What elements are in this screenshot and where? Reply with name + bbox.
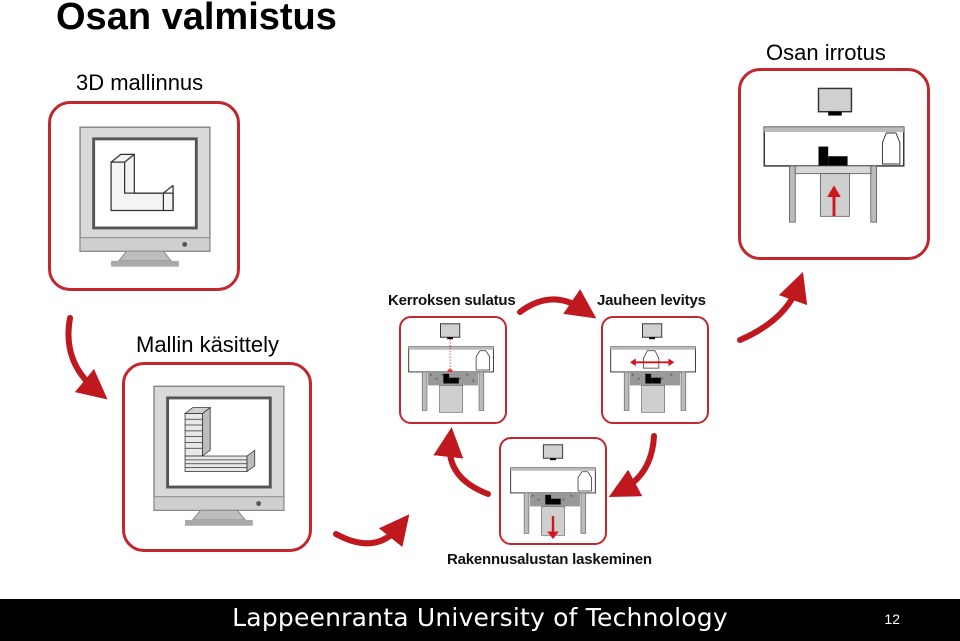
panel-powder-spreading	[601, 316, 709, 424]
machine-removal-icon	[763, 87, 905, 223]
machine-melting-icon	[408, 323, 494, 413]
panel-platform-lowering	[499, 437, 607, 545]
label-platform-lowering: Rakennusalustan laskeminen	[447, 551, 652, 568]
footer-bar: Lappeenranta University of Technology 12	[0, 599, 960, 641]
panel-part-removal	[738, 68, 930, 260]
label-powder-spreading: Jauheen levitys	[597, 292, 706, 309]
panel-layer-melting	[399, 316, 507, 424]
machine-lowering-icon	[510, 444, 596, 540]
label-model-processing: Mallin käsittely	[136, 332, 280, 357]
slide-title: Osan valmistus	[56, 0, 337, 38]
label-part-removal: Osan irrotus	[766, 40, 886, 65]
arrow-melting-to-spreading	[517, 289, 597, 319]
panel-3d-modeling	[48, 101, 240, 291]
arrow-cycle-to-removal	[737, 271, 808, 343]
label-3d-modeling: 3D mallinnus	[76, 70, 204, 95]
arrow-processing-to-cycle	[333, 514, 410, 548]
label-layer-melting: Kerroksen sulatus	[388, 292, 516, 309]
machine-spreading-icon	[610, 323, 696, 413]
page-number: 12	[884, 611, 900, 627]
panel-model-processing	[122, 362, 312, 552]
arrow-lowering-to-melting	[433, 427, 491, 497]
university-name: Lappeenranta University of Technology	[232, 603, 728, 632]
arrow-spreading-to-lowering	[608, 433, 657, 498]
arrow-modeling-to-processing	[65, 315, 108, 400]
monitor-3d-icon	[79, 126, 211, 267]
monitor-sliced-icon	[153, 385, 285, 526]
